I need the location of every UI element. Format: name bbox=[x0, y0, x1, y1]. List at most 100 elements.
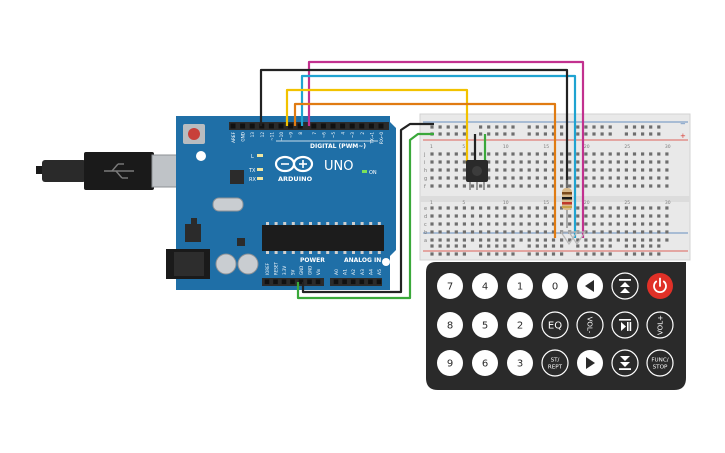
breadboard-hole bbox=[657, 214, 661, 218]
breadboard-holes bbox=[430, 125, 669, 256]
breadboard-hole bbox=[503, 152, 507, 156]
breadboard-hole bbox=[487, 152, 491, 156]
digital-pin-hole[interactable] bbox=[378, 123, 384, 129]
digital-pin-hole[interactable] bbox=[268, 123, 274, 129]
breadboard-hole bbox=[495, 184, 499, 188]
remote-button[interactable]: EQ bbox=[541, 311, 569, 339]
digital-pin-hole[interactable] bbox=[288, 123, 294, 129]
breadboard-hole bbox=[600, 206, 604, 210]
remote-button[interactable]: 8 bbox=[437, 312, 463, 338]
play-pause-icon bbox=[619, 319, 632, 331]
rail-hole bbox=[576, 252, 580, 256]
breadboard-hole bbox=[462, 160, 466, 164]
breadboard-hole bbox=[576, 206, 580, 210]
rail-hole bbox=[632, 125, 637, 129]
breadboard-hole bbox=[665, 184, 669, 188]
remote-button[interactable] bbox=[577, 273, 603, 299]
remote-button[interactable] bbox=[611, 349, 639, 377]
breadboard-hole bbox=[584, 230, 588, 234]
breadboard-hole bbox=[519, 176, 523, 180]
breadboard-hole bbox=[503, 176, 507, 180]
analog-pin-hole[interactable] bbox=[359, 279, 365, 285]
remote-button[interactable]: 2 bbox=[507, 312, 533, 338]
remote-button[interactable]: VOL- bbox=[576, 311, 604, 339]
breadboard-hole bbox=[616, 230, 620, 234]
digital-pin-hole[interactable] bbox=[368, 123, 374, 129]
remote-button[interactable]: 1 bbox=[507, 273, 533, 299]
remote-button[interactable] bbox=[647, 273, 673, 299]
reset-button-cap[interactable] bbox=[188, 128, 200, 140]
power-pin-hole[interactable] bbox=[290, 279, 295, 285]
breadboard-hole bbox=[519, 230, 523, 234]
digital-pin-hole[interactable] bbox=[297, 123, 303, 129]
remote-button[interactable]: 3 bbox=[507, 350, 533, 376]
digital-pin-hole[interactable] bbox=[320, 123, 326, 129]
power-pin-hole[interactable] bbox=[264, 279, 270, 285]
digital-pin-hole[interactable] bbox=[349, 123, 355, 129]
remote-button[interactable] bbox=[611, 272, 639, 300]
rail-hole bbox=[543, 132, 547, 136]
digital-pin-hole[interactable] bbox=[311, 123, 317, 129]
digital-pin-hole[interactable] bbox=[359, 123, 365, 129]
digital-pin-hole[interactable] bbox=[230, 123, 236, 129]
breadboard-hole bbox=[527, 238, 531, 242]
remote-button[interactable]: VOL+ bbox=[646, 311, 674, 339]
breadboard-hole bbox=[446, 152, 450, 156]
power-pin-hole[interactable] bbox=[273, 279, 278, 285]
rail-hole bbox=[535, 132, 539, 136]
remote-button[interactable]: FUNC/STOP bbox=[646, 349, 674, 377]
rail-hole bbox=[657, 132, 661, 136]
breadboard-hole bbox=[665, 168, 669, 172]
breadboard-hole bbox=[632, 238, 637, 242]
analog-pin-hole[interactable] bbox=[350, 279, 356, 285]
remote-button[interactable]: 5 bbox=[472, 312, 498, 338]
remote-button[interactable]: 0 bbox=[542, 273, 568, 299]
remote-button-label: VOL- bbox=[586, 317, 594, 334]
digital-pin-hole[interactable] bbox=[330, 123, 336, 129]
power-pin-hole[interactable] bbox=[307, 279, 312, 285]
digital-pin-hole[interactable] bbox=[340, 123, 346, 129]
breadboard-hole bbox=[616, 222, 620, 226]
power-pin-label: Vin bbox=[316, 268, 321, 275]
breadboard-hole bbox=[519, 184, 523, 188]
remote-button-label: 1 bbox=[517, 282, 523, 293]
breadboard-hole bbox=[454, 152, 458, 156]
rail-hole bbox=[592, 252, 596, 256]
digital-pin-hole[interactable] bbox=[240, 123, 246, 129]
rail-hole bbox=[600, 252, 604, 256]
remote-button[interactable] bbox=[577, 350, 603, 376]
rail-hole bbox=[535, 244, 539, 248]
remote-button[interactable] bbox=[611, 311, 639, 339]
breadboard-hole bbox=[479, 214, 483, 218]
rail-hole bbox=[454, 125, 458, 129]
digital-pin-label: ~3 bbox=[350, 132, 355, 139]
remote-button[interactable]: ST/REPT bbox=[541, 349, 569, 377]
rail-hole bbox=[454, 252, 458, 256]
breadboard-hole bbox=[560, 176, 564, 180]
breadboard-hole bbox=[576, 222, 580, 226]
breadboard-hole bbox=[430, 214, 434, 218]
on-led-label: ON bbox=[369, 170, 377, 176]
column-number: 15 bbox=[543, 144, 549, 150]
digital-pin-hole[interactable] bbox=[278, 123, 284, 129]
rail-hole bbox=[608, 132, 612, 136]
breadboard-hole bbox=[511, 214, 515, 218]
rail-hole bbox=[551, 132, 556, 136]
power-pin-hole[interactable] bbox=[281, 279, 287, 285]
digital-pin-hole[interactable] bbox=[249, 123, 255, 129]
analog-pin-hole[interactable] bbox=[368, 279, 373, 285]
remote-button[interactable]: 7 bbox=[437, 273, 463, 299]
power-pin-hole[interactable] bbox=[298, 279, 304, 285]
remote-button[interactable]: 9 bbox=[437, 350, 463, 376]
analog-pin-hole[interactable] bbox=[342, 279, 347, 285]
remote-button[interactable]: 6 bbox=[472, 350, 498, 376]
power-pin-hole[interactable] bbox=[315, 279, 321, 285]
analog-pin-hole[interactable] bbox=[376, 279, 382, 285]
breadboard-hole bbox=[535, 214, 539, 218]
breadboard-hole bbox=[527, 160, 531, 164]
breadboard-hole bbox=[624, 238, 628, 242]
breadboard-hole bbox=[665, 160, 669, 164]
breadboard-hole bbox=[568, 222, 572, 226]
remote-button[interactable]: 4 bbox=[472, 273, 498, 299]
analog-pin-hole[interactable] bbox=[333, 279, 339, 285]
